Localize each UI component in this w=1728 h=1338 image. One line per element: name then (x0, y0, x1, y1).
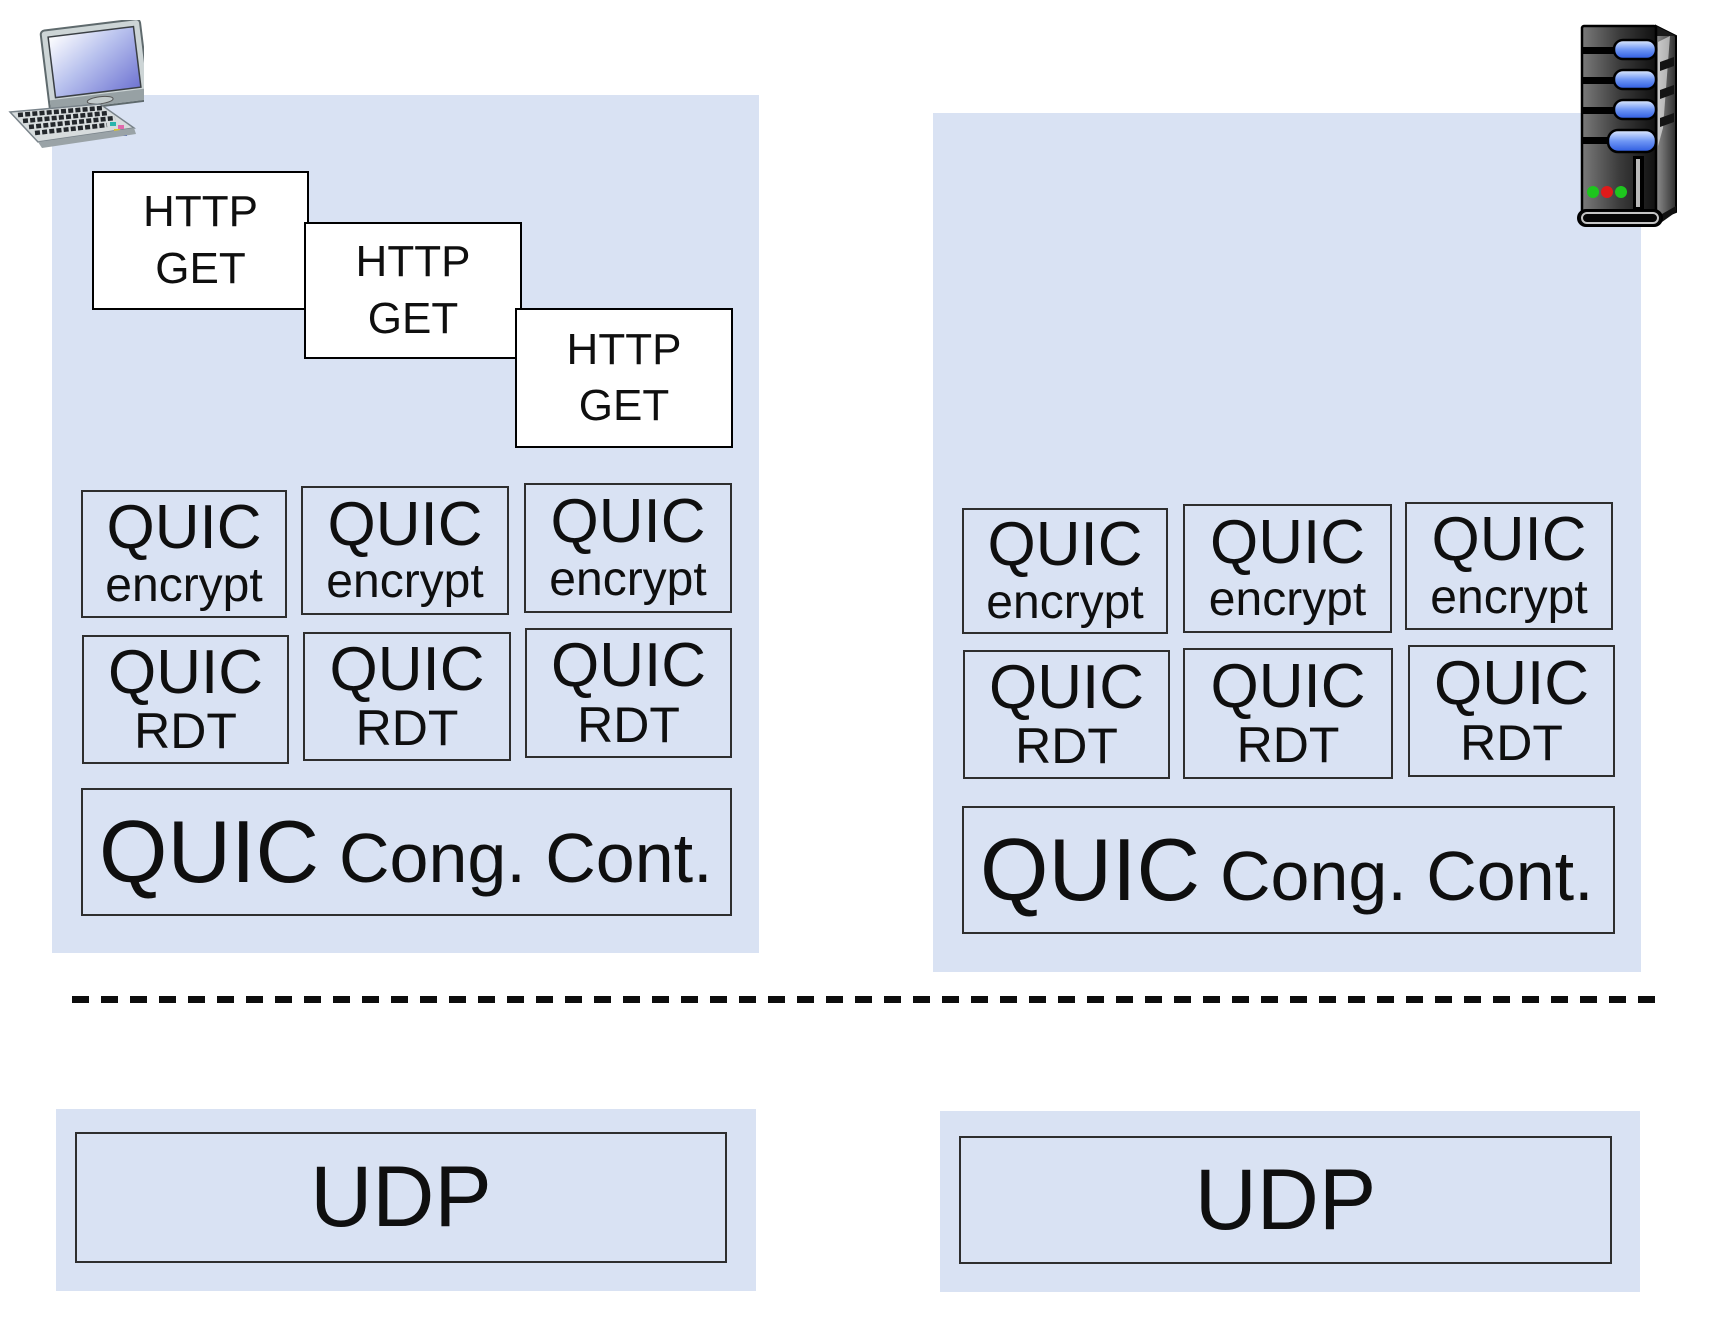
client-http-get-box-2: HTTP GET (304, 222, 522, 359)
http-get-line2: GET (367, 293, 459, 343)
udp-label: UDP (1194, 1151, 1377, 1248)
quic-label: QUIC (980, 820, 1200, 919)
http-get-line1: HTTP (143, 187, 258, 237)
udp-api-boundary-dashed-line (72, 996, 1657, 1003)
server-quic-encrypt-box-3: QUIC encrypt (1405, 502, 1613, 630)
server-quic-congestion-box: QUIC Cong. Cont. (962, 806, 1615, 934)
quic-label: QUIC (1210, 651, 1366, 721)
client-udp-box: UDP (75, 1132, 727, 1263)
client-quic-encrypt-box-1: QUIC encrypt (81, 490, 287, 618)
encrypt-label: encrypt (105, 558, 263, 612)
server-quic-rdt-box-2: QUIC RDT (1183, 648, 1393, 779)
client-http-get-box-3: HTTP GET (515, 308, 733, 448)
desktop-computer-icon (4, 18, 151, 152)
server-stack-panel (933, 113, 1641, 972)
client-quic-rdt-box-3: QUIC RDT (525, 628, 732, 758)
http-get-line2: GET (578, 381, 670, 430)
rdt-label: RDT (577, 696, 680, 753)
quic-label: QUIC (106, 493, 262, 563)
quic-label: QUIC (327, 489, 483, 559)
cong-cont-label: Cong. Cont. (1220, 837, 1594, 915)
encrypt-label: encrypt (1208, 573, 1367, 627)
client-quic-congestion-box: QUIC Cong. Cont. (81, 788, 732, 916)
quic-label: QUIC (989, 652, 1144, 722)
rdt-label: RDT (355, 700, 459, 757)
encrypt-label: encrypt (326, 555, 484, 609)
quic-label: QUIC (1434, 649, 1589, 719)
quic-label: QUIC (550, 487, 706, 557)
rdt-label: RDT (1015, 718, 1118, 775)
congestion-label-wrap: QUIC Cong. Cont. (99, 801, 713, 903)
quic-label: QUIC (1210, 507, 1365, 577)
server-quic-rdt-box-3: QUIC RDT (1408, 645, 1615, 777)
server-quic-encrypt-box-2: QUIC encrypt (1183, 504, 1392, 633)
encrypt-label: encrypt (1430, 570, 1588, 624)
encrypt-label: encrypt (986, 575, 1144, 629)
client-udp-panel (56, 1109, 756, 1291)
quic-label: QUIC (108, 637, 263, 707)
client-quic-rdt-box-2: QUIC RDT (303, 632, 511, 761)
http-get-line1: HTTP (566, 324, 682, 374)
server-quic-rdt-box-1: QUIC RDT (963, 650, 1170, 779)
quic-label: QUIC (551, 631, 706, 701)
server-quic-encrypt-box-1: QUIC encrypt (962, 508, 1168, 634)
http-get-line2: GET (155, 243, 246, 293)
quic-label: QUIC (1431, 505, 1587, 575)
udp-label: UDP (310, 1149, 492, 1245)
client-http-get-box-1: HTTP GET (92, 171, 309, 310)
quic-label: QUIC (329, 634, 485, 704)
client-quic-encrypt-box-3: QUIC encrypt (524, 483, 732, 613)
client-quic-encrypt-box-2: QUIC encrypt (301, 486, 509, 615)
server-tower-icon (1576, 18, 1684, 230)
server-udp-panel (940, 1111, 1640, 1292)
http-get-line1: HTTP (355, 237, 471, 287)
rdt-label: RDT (1236, 717, 1340, 774)
rdt-label: RDT (1460, 714, 1563, 771)
rdt-label: RDT (134, 703, 237, 760)
cong-cont-label: Cong. Cont. (339, 819, 713, 897)
encrypt-label: encrypt (549, 552, 707, 606)
quic-label: QUIC (99, 802, 319, 901)
quic-label: QUIC (987, 510, 1143, 580)
server-udp-box: UDP (959, 1136, 1612, 1264)
congestion-label-wrap: QUIC Cong. Cont. (980, 819, 1594, 921)
client-quic-rdt-box-1: QUIC RDT (82, 635, 289, 764)
